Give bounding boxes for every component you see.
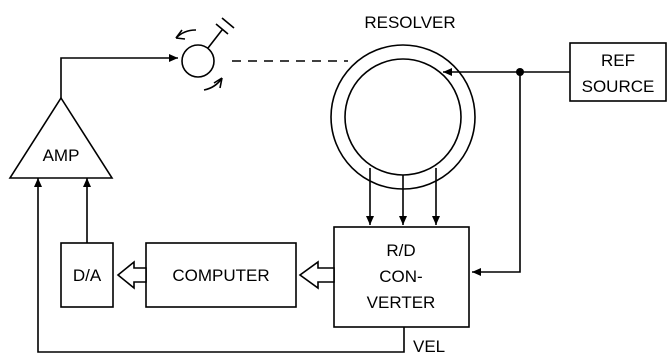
amp-block: AMP bbox=[8, 96, 114, 179]
ref-source-label-line2: SOURCE bbox=[582, 77, 655, 96]
resolver-inner-ring bbox=[344, 58, 462, 176]
motor-circle bbox=[181, 44, 215, 78]
computer-to-da-bus-arrow bbox=[116, 260, 147, 290]
computer-block: COMPUTER bbox=[145, 242, 297, 308]
amp-label: AMP bbox=[43, 146, 80, 165]
vel-label: VEL bbox=[413, 337, 445, 356]
da-block: D/A bbox=[60, 242, 114, 308]
computer-label: COMPUTER bbox=[172, 266, 269, 285]
amp-to-motor-arrow bbox=[60, 54, 178, 98]
motor-key-icon bbox=[207, 17, 235, 49]
rd-label-line2: CON- bbox=[379, 267, 422, 286]
ref-to-converter-arrow bbox=[472, 72, 521, 276]
rd-converter-block: R/D CON- VERTER bbox=[333, 226, 470, 328]
ref-source-label-line1: REF bbox=[601, 51, 635, 70]
rd-label-line3: VERTER bbox=[367, 293, 436, 312]
vel-feedback-arrow bbox=[34, 178, 405, 353]
rd-label-line1: R/D bbox=[386, 241, 415, 260]
resolver-label: RESOLVER bbox=[364, 13, 455, 32]
da-label: D/A bbox=[73, 266, 102, 285]
converter-to-computer-bus-arrow bbox=[298, 260, 335, 290]
resolver-block: RESOLVER bbox=[330, 13, 476, 190]
ref-source-block: REF SOURCE bbox=[569, 42, 667, 102]
motor-symbol bbox=[175, 17, 235, 91]
